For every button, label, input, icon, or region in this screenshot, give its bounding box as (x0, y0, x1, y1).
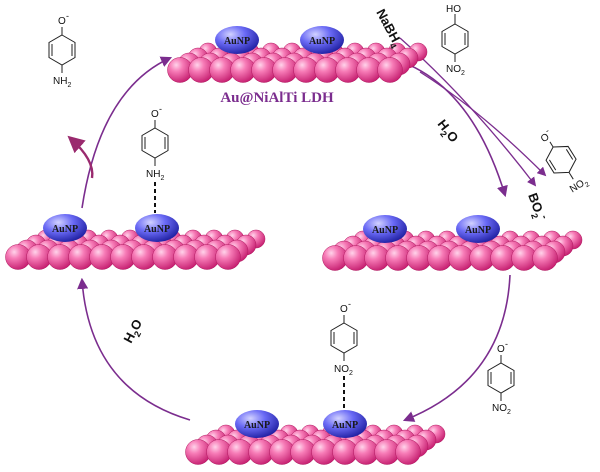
svg-text:AuNP: AuNP (244, 420, 270, 431)
support-sphere (215, 244, 241, 270)
nitro-main: NO (334, 364, 349, 375)
nanoparticle-right-1: AuNP (363, 215, 407, 243)
nanoparticle-top-2: AuNP (300, 26, 344, 54)
oxide-label: O (151, 109, 159, 120)
water-left-o: O (127, 317, 145, 333)
nitro-label: NO2 (568, 176, 591, 197)
nitrophenol-stream-arrow (419, 71, 547, 177)
nitro-sub: 2 (507, 409, 511, 416)
amine-main: NH (146, 169, 160, 180)
oxide-charge: - (159, 104, 162, 114)
water-top-sub: 2 (438, 129, 449, 139)
svg-text:AuNP: AuNP (309, 36, 335, 47)
svg-text:AuNP: AuNP (224, 36, 250, 47)
amine-sub: 2 (160, 175, 164, 182)
svg-text:AuNP: AuNP (144, 224, 170, 235)
benzene-ring-icon (141, 127, 169, 159)
nanoparticle-left-2: AuNP (135, 214, 179, 242)
borohydride-subscript: 4 (387, 41, 398, 50)
cycle-arrow-bottom-left (77, 277, 191, 421)
adsorbed-aminophenolate-molecule: O - NH2 (141, 104, 169, 213)
nitrophenol-molecule-top: HO NO2 (441, 4, 469, 77)
amine-label: NH2 (53, 76, 71, 89)
benzene-ring-icon (330, 322, 358, 354)
nitro-label: NO2 (446, 64, 465, 77)
svg-text:AuNP: AuNP (465, 225, 491, 236)
amine-sub: 2 (67, 82, 71, 89)
cycle-arrow-right-bottom (402, 274, 511, 422)
nitrophenolate-molecule-right: O - NO2 (539, 126, 591, 197)
nitro-sub: 2 (461, 70, 465, 77)
hydroxyl-label: HO (446, 4, 461, 15)
nitro-sub: 2 (584, 181, 591, 189)
oxide-charge: - (505, 339, 508, 349)
adsorbed-nitrophenolate-molecule: O - NO2 (330, 299, 358, 410)
cycle-arrow-left-top (81, 56, 173, 209)
oxide-label: O (340, 304, 348, 315)
metaborate-charge: - (538, 214, 549, 221)
amine-main: NH (53, 76, 67, 87)
nitro-label: NO2 (492, 403, 511, 416)
nanoparticle-right-2: AuNP (456, 215, 500, 243)
benzene-ring-icon (48, 34, 76, 66)
ldh-support-right (322, 230, 583, 271)
catalyst-title: Au@NiAlTi LDH (220, 90, 334, 106)
nitrophenolate-molecule-lower-right: O - NO2 (487, 339, 515, 416)
released-aminophenolate-molecule: O - NH2 (48, 11, 76, 89)
oxide-charge: - (543, 126, 551, 136)
nanoparticle-left-1: AuNP (43, 214, 87, 242)
nanoparticle-top-1: AuNP (215, 26, 259, 54)
metaborate-label: BO2- (522, 191, 549, 224)
water-label-top: H2O (432, 117, 461, 147)
svg-text:AuNP: AuNP (332, 420, 358, 431)
amine-label: NH2 (146, 169, 164, 182)
oxide-label: O (497, 344, 505, 355)
nitro-main: NO (446, 64, 461, 75)
ldh-support-top (167, 42, 428, 83)
water-label-left: H2O (120, 317, 147, 347)
oxide-label: O (58, 16, 66, 27)
metaborate-sub: 2 (529, 212, 540, 220)
metaborate-main: BO (525, 191, 546, 214)
benzene-ring-icon (487, 362, 515, 394)
nitro-main: NO (492, 403, 507, 414)
support-sphere (395, 439, 421, 465)
nitro-sub: 2 (349, 370, 353, 377)
ldh-support-left (5, 229, 266, 270)
oxide-charge: - (66, 11, 69, 21)
svg-text:AuNP: AuNP (52, 224, 78, 235)
water-left-sub: 2 (132, 329, 143, 338)
benzene-ring-icon (441, 23, 469, 55)
nanoparticle-bottom-2: AuNP (323, 410, 367, 438)
support-sphere (532, 245, 558, 271)
ldh-support-bottom (185, 424, 446, 465)
benzene-ring-icon (545, 145, 577, 174)
aminophenol-release-arrow (67, 135, 94, 179)
nitro-main: NO (568, 178, 587, 195)
svg-text:AuNP: AuNP (372, 225, 398, 236)
nanoparticle-bottom-1: AuNP (235, 410, 279, 438)
support-sphere (377, 57, 403, 83)
oxide-charge: - (348, 299, 351, 309)
nitro-label: NO2 (334, 364, 353, 377)
borohydride-main: NaBH (373, 6, 403, 44)
